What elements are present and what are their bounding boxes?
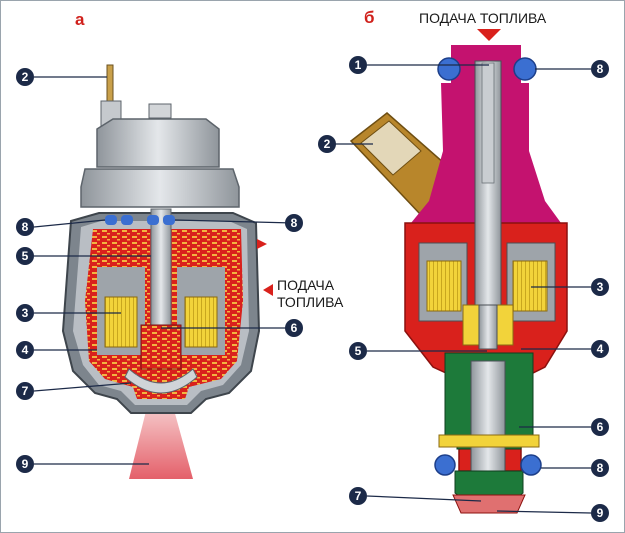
svg-text:8: 8 [291,216,298,230]
needle-lower [470,360,506,472]
panel-b-letter: б [364,8,375,27]
svg-text:1: 1 [355,58,362,72]
svg-text:8: 8 [22,220,29,234]
svg-text:3: 3 [22,306,29,320]
coil-winding-b-right [512,260,548,312]
svg-text:6: 6 [597,420,604,434]
callout-a-5: 5 [16,247,34,265]
cap-nub [148,103,172,119]
svg-text:5: 5 [22,249,29,263]
svg-text:5: 5 [355,344,362,358]
callout-a-7: 7 [16,382,34,400]
panel-a-injector: а ПОДАЧА ТОПЛИВ [61,10,344,479]
callout-b-5: 5 [349,342,367,360]
o-ring-a-mid [147,215,159,225]
callout-a-2: 2 [16,68,34,86]
armature [140,324,182,370]
panel-b-fuel-label: ПОДАЧА ТОПЛИВА [419,10,547,26]
callout-b-1: 1 [349,56,367,74]
svg-text:7: 7 [22,384,29,398]
connector-face [360,120,422,176]
svg-text:7: 7 [355,489,362,503]
o-ring-b-bottom-right [520,454,542,476]
valve-seat [124,368,198,394]
callout-b-7: 7 [349,487,367,505]
fuel-spray-cone [129,399,193,479]
panel-b-callouts: 1 8 2 3 5 4 6 8 7 9 [318,56,609,522]
callout-a-3: 3 [16,304,34,322]
callout-b-4: 4 [591,340,609,358]
spacer-band [438,434,540,448]
coil-winding-b-left [426,260,462,312]
callout-a-8-left: 8 [16,218,34,236]
coil-winding-left [104,296,138,348]
panel-a-callouts: 2 8 8 5 3 6 4 7 9 [16,68,303,473]
callout-a-6: 6 [285,319,303,337]
panel-b-injector: б ПОДАЧА ТОПЛИВА [349,8,568,514]
callout-b-3: 3 [591,278,609,296]
fuel-in-arrow-b [477,29,501,41]
callout-b-8-top: 8 [591,60,609,78]
svg-text:3: 3 [597,280,604,294]
needle-valve [150,208,172,330]
o-ring-a-right [163,215,175,225]
callout-b-6: 6 [591,418,609,436]
filter [481,62,495,184]
callout-b-9: 9 [591,504,609,522]
svg-text:6: 6 [291,321,298,335]
callout-b-2: 2 [318,135,336,153]
svg-text:9: 9 [22,457,29,471]
o-ring-b-top-left [437,57,461,81]
svg-text:2: 2 [22,70,29,84]
panel-a-fuel-label-line2: ТОПЛИВА [277,294,344,310]
svg-text:8: 8 [597,461,604,475]
nozzle-cap [452,494,526,514]
svg-text:2: 2 [324,137,331,151]
coil-winding-right [184,296,218,348]
callout-a-4: 4 [16,341,34,359]
callout-a-9: 9 [16,455,34,473]
o-ring-a-left [105,215,117,225]
fuel-in-arrow [263,284,273,296]
panel-a-fuel-label-line1: ПОДАЧА [277,277,335,293]
svg-text:8: 8 [597,62,604,76]
svg-text:4: 4 [22,343,29,357]
top-cap [96,118,220,168]
needle-upper [478,304,498,350]
cap-base [80,168,240,208]
callout-a-8-right: 8 [285,214,303,232]
o-ring-b-top-right [513,57,537,81]
o-ring-b-bottom-left [434,454,456,476]
o-ring-a-left2 [121,215,133,225]
fuel-out-arrow [257,239,267,249]
svg-text:9: 9 [597,506,604,520]
panel-a-letter: а [75,10,85,29]
svg-text:4: 4 [597,342,604,356]
callout-b-8-bottom: 8 [591,459,609,477]
